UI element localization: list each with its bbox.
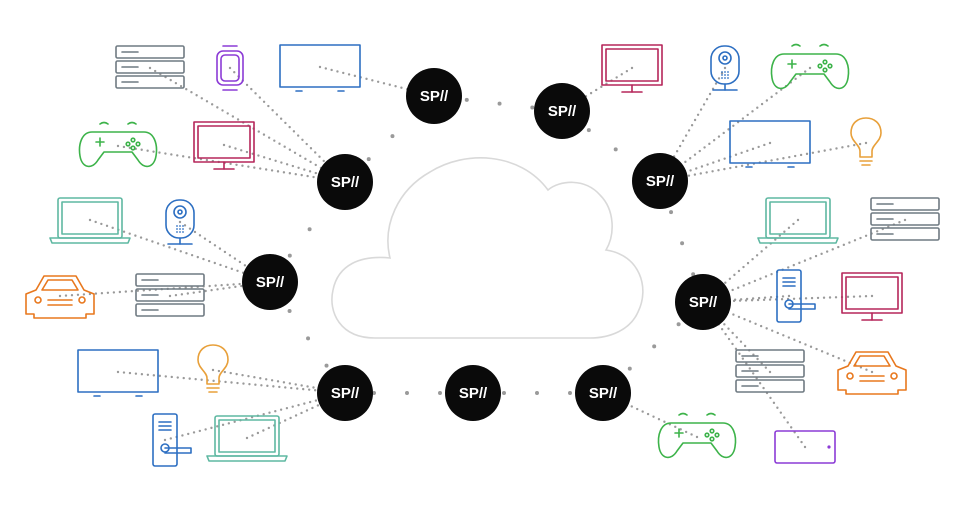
hub-node-label: SP//: [331, 174, 360, 191]
hub-node-label: SP//: [459, 385, 488, 402]
device-link: [701, 294, 874, 304]
device-link: [163, 391, 347, 442]
hub-node: SP//: [675, 274, 731, 330]
monitor-icon: [193, 121, 255, 170]
server-stack-icon: [870, 197, 940, 241]
hub-node: SP//: [406, 68, 462, 124]
lightbulb-icon: [850, 117, 882, 166]
hub-node-label: SP//: [589, 385, 618, 402]
hub-node-circle: [445, 365, 501, 421]
door-lock-icon: [152, 413, 192, 467]
tv-icon: [77, 349, 159, 397]
hub-node: SP//: [575, 365, 631, 421]
security-camera-icon: [710, 45, 740, 91]
backbone-link: [268, 280, 347, 395]
hub-node: SP//: [534, 83, 590, 139]
backbone-link: [658, 179, 705, 304]
tv-icon: [279, 44, 361, 92]
hub-node-label: SP//: [331, 385, 360, 402]
monitor-icon: [841, 272, 903, 321]
hub-nodes: SP// SP// SP// SP// SP// SP// SP// SP// SP//: [242, 68, 731, 421]
car-icon: [837, 351, 907, 395]
gamepad-icon: [770, 43, 850, 90]
laptop-icon: [206, 415, 288, 462]
device-link: [318, 65, 436, 98]
monitor-icon: [601, 44, 663, 93]
device-link: [58, 280, 272, 298]
server-stack-icon: [735, 349, 805, 393]
hub-node-label: SP//: [548, 103, 577, 120]
hub-node-circle: [242, 254, 298, 310]
device-link: [560, 66, 634, 113]
device-link: [701, 218, 907, 304]
hub-node: SP//: [445, 365, 501, 421]
device-link: [658, 141, 868, 183]
tablet-icon: [774, 430, 836, 464]
device-link: [701, 300, 807, 449]
server-stack-icon: [135, 273, 205, 317]
laptop-icon: [757, 197, 839, 244]
hub-node-label: SP//: [689, 294, 718, 311]
backbone-link: [601, 300, 705, 395]
hub-node: SP//: [317, 154, 373, 210]
server-stack-icon: [115, 45, 185, 89]
car-icon: [25, 275, 95, 319]
hub-node-label: SP//: [646, 173, 675, 190]
connection-links: [58, 65, 907, 449]
device-link: [658, 66, 812, 183]
hub-node-label: SP//: [420, 88, 449, 105]
device-icons: [25, 43, 940, 467]
smartwatch-icon: [216, 45, 244, 91]
device-link: [701, 300, 772, 374]
device-link: [148, 66, 347, 184]
door-lock-icon: [776, 269, 816, 323]
hub-node-circle: [317, 154, 373, 210]
hub-node: SP//: [632, 153, 688, 209]
gamepad-icon: [78, 121, 158, 168]
device-link: [116, 144, 347, 184]
device-link: [88, 218, 272, 284]
hub-node-circle: [534, 83, 590, 139]
hub-node-circle: [406, 68, 462, 124]
hub-node-label: SP//: [256, 274, 285, 291]
hub-node: SP//: [317, 365, 373, 421]
hub-node: SP//: [242, 254, 298, 310]
device-link: [601, 391, 699, 439]
hub-node-circle: [632, 153, 688, 209]
tv-icon: [729, 120, 811, 168]
hub-node-circle: [575, 365, 631, 421]
laptop-icon: [49, 197, 131, 244]
hub-node-circle: [317, 365, 373, 421]
backbone-link: [432, 94, 564, 113]
security-camera-icon: [165, 199, 195, 245]
device-link: [211, 368, 347, 395]
lightbulb-icon: [197, 344, 229, 393]
device-link: [701, 300, 874, 374]
hub-node-circle: [675, 274, 731, 330]
cloud-shape: [331, 157, 644, 339]
gamepad-icon: [657, 412, 737, 459]
device-link: [116, 370, 347, 395]
